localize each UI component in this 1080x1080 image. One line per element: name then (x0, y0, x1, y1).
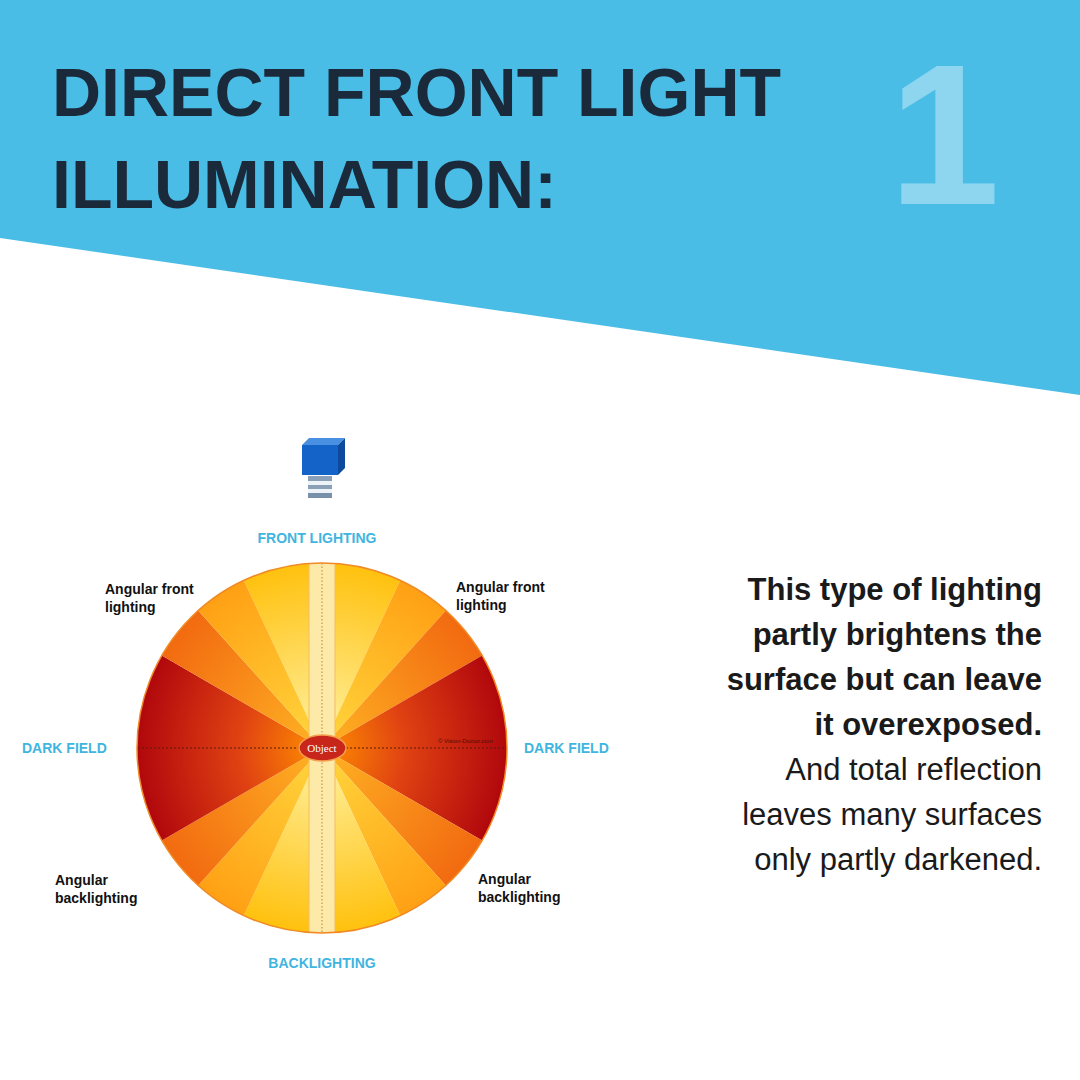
camera-body (302, 445, 338, 475)
lens-ring (308, 481, 332, 485)
slide-number: 1 (860, 35, 1000, 235)
angle-label: Angular backlighting (55, 871, 155, 907)
description-text: This type of lighting partly brightens t… (707, 567, 1042, 747)
heading: DIRECT FRONT LIGHT ILLUMINATION: (52, 46, 912, 230)
header-band (0, 0, 1080, 395)
lens-ring (308, 485, 332, 489)
wheel-outline (137, 563, 507, 933)
angle-label: Angular front lighting (105, 580, 217, 616)
angular-front-sector (198, 580, 322, 748)
ellipse-shape (299, 735, 346, 761)
direction-label: DARK FIELD (524, 739, 634, 757)
camera-icon (302, 438, 345, 498)
object-ellipse: Object (298, 734, 347, 762)
camera-side (338, 438, 345, 475)
lens-ring (308, 493, 332, 498)
angle-label: Angular front lighting (456, 578, 568, 614)
direction-label: BACKLIGHTING (222, 954, 422, 972)
lens-ring (308, 489, 332, 493)
lens-ring (308, 476, 332, 481)
direction-label: DARK FIELD (22, 739, 132, 757)
angle-label: Angular backlighting (478, 870, 578, 906)
camera-top (302, 438, 345, 445)
node-text: Object (307, 742, 336, 754)
direction-label: FRONT LIGHTING (217, 529, 417, 547)
description-text: And total reflection leaves many surface… (707, 747, 1042, 882)
watermark: © Vision-Doctor.com (438, 738, 498, 745)
